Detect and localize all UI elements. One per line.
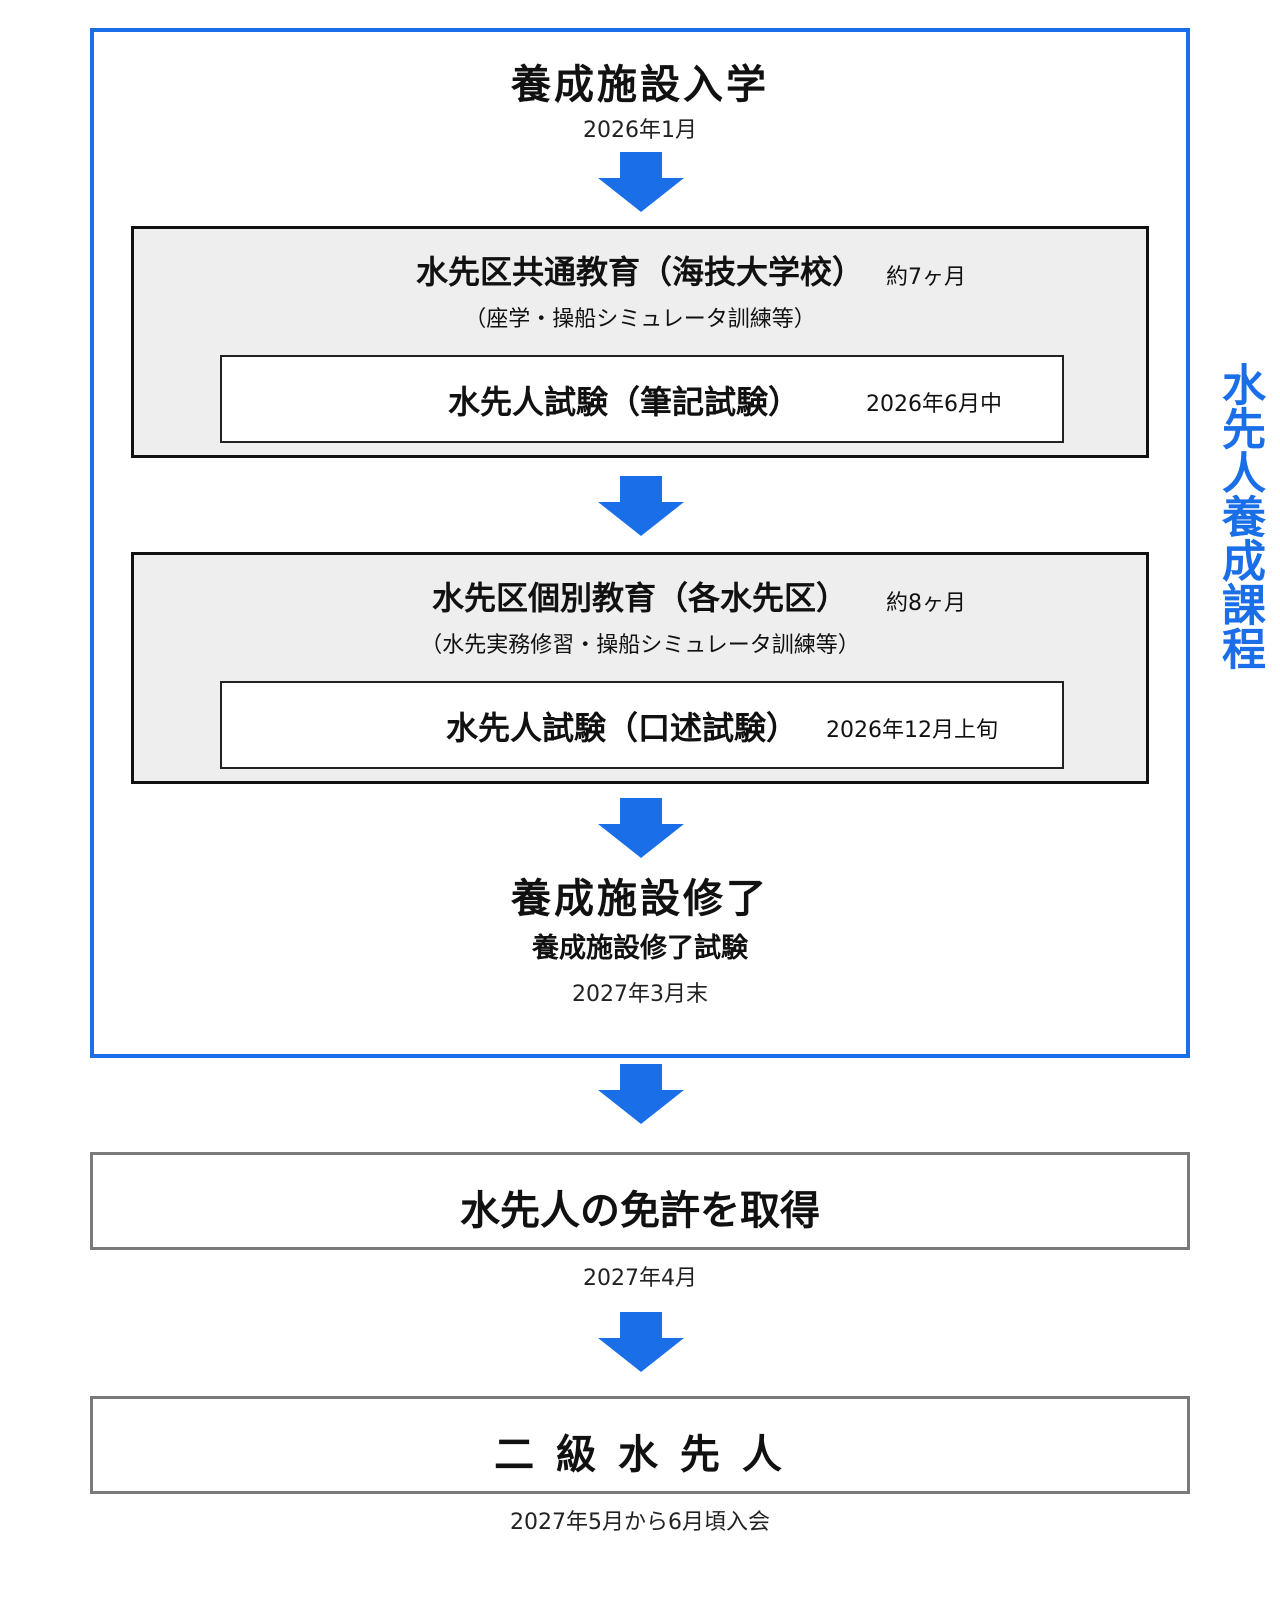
entry-title: 養成施設入学 — [511, 62, 769, 108]
written-exam-box: 水先人試験（筆記試験） 2026年6月中 — [220, 355, 1064, 443]
down-arrow-icon — [598, 476, 684, 536]
entry-date: 2026年1月 — [583, 118, 697, 143]
written-exam-date: 2026年6月中 — [866, 392, 1002, 417]
oral-exam-label: 水先人試験（口述試験） — [446, 709, 799, 747]
final-status-box: 二 級 水 先 人 — [90, 1396, 1190, 1494]
completion-title: 養成施設修了 — [511, 876, 769, 922]
completion-exam: 養成施設修了試験 — [532, 933, 748, 964]
oral-exam-date: 2026年12月上旬 — [826, 718, 998, 743]
common-education-title: 水先区共通教育（海技大学校） — [415, 253, 864, 291]
final-date: 2027年5月から6月頃入会 — [510, 1510, 770, 1535]
oral-exam-box: 水先人試験（口述試験） 2026年12月上旬 — [220, 681, 1064, 769]
individual-education-box: 水先区個別教育（各水先区） 約8ヶ月 （水先実務修習・操船シミュレータ訓練等） … — [131, 552, 1149, 784]
down-arrow-icon — [598, 1064, 684, 1124]
training-course-label: 水先人養成課程 — [1214, 362, 1265, 670]
license-date: 2027年4月 — [583, 1266, 697, 1291]
final-status-label: 二 級 水 先 人 — [494, 1432, 786, 1478]
individual-education-duration: 約8ヶ月 — [886, 591, 966, 616]
training-course-frame — [90, 28, 1190, 1058]
down-arrow-icon — [598, 798, 684, 858]
common-education-note: （座学・操船シミュレータ訓練等） — [464, 307, 816, 332]
down-arrow-icon — [598, 152, 684, 212]
individual-education-title: 水先区個別教育（各水先区） — [431, 579, 848, 617]
license-box: 水先人の免許を取得 — [90, 1152, 1190, 1250]
completion-date: 2027年3月末 — [572, 982, 708, 1007]
common-education-box: 水先区共通教育（海技大学校） 約7ヶ月 （座学・操船シミュレータ訓練等） 水先人… — [131, 226, 1149, 458]
individual-education-note: （水先実務修習・操船シミュレータ訓練等） — [420, 633, 860, 658]
common-education-duration: 約7ヶ月 — [886, 265, 966, 290]
written-exam-label: 水先人試験（筆記試験） — [448, 383, 801, 421]
license-label: 水先人の免許を取得 — [460, 1188, 820, 1234]
down-arrow-icon — [598, 1312, 684, 1372]
